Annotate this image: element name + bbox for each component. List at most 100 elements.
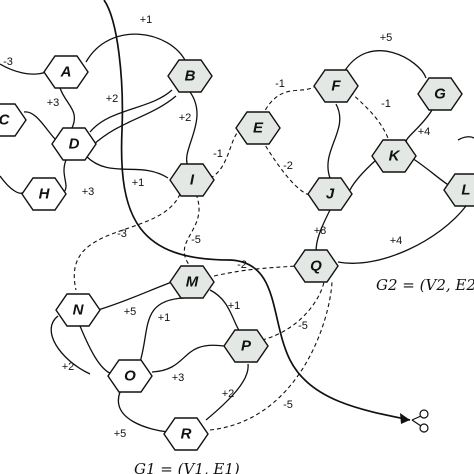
weight-A-left: -3 xyxy=(3,56,13,68)
edge-O-P xyxy=(151,344,225,373)
edges xyxy=(0,33,474,433)
node-C: C xyxy=(0,103,27,137)
weight-D-H: +3 xyxy=(82,186,95,198)
node-P: P xyxy=(223,329,269,363)
edge-D-B-2 xyxy=(91,95,177,147)
svg-text:O: O xyxy=(124,368,136,385)
nodes: A B C D E F G H xyxy=(0,55,474,451)
edge-I-E xyxy=(209,131,239,179)
svg-text:N: N xyxy=(73,302,85,319)
weight-N-M: +5 xyxy=(124,306,137,318)
svg-text:G: G xyxy=(434,86,446,103)
edge-K-J xyxy=(349,159,377,191)
weight-I-N: -3 xyxy=(117,228,127,240)
node-N: N xyxy=(55,293,101,327)
weight-M-Q: -2 xyxy=(237,259,247,271)
node-M: M xyxy=(169,265,215,299)
node-Q: Q xyxy=(293,249,339,283)
weight-I-M: -5 xyxy=(191,234,201,246)
weight-M-O: +1 xyxy=(158,312,171,324)
weight-A-B: +1 xyxy=(140,14,153,26)
edge-F-J xyxy=(327,103,341,179)
node-D: D xyxy=(51,127,97,161)
edge-M-P xyxy=(209,289,241,333)
svg-text:E: E xyxy=(253,120,264,137)
edge-I-M xyxy=(183,193,200,267)
svg-text:C: C xyxy=(0,112,11,129)
edge-N-left xyxy=(50,315,91,375)
svg-text:H: H xyxy=(39,186,51,203)
node-E: E xyxy=(235,111,281,145)
weight-E-J: -2 xyxy=(283,160,293,172)
svg-text:A: A xyxy=(60,64,72,81)
node-B: B xyxy=(167,59,213,93)
svg-text:P: P xyxy=(241,338,252,355)
weight-A-D: +3 xyxy=(47,97,60,109)
cut-arrowhead xyxy=(400,413,410,424)
cut-line xyxy=(103,0,411,421)
weight-O-R: +5 xyxy=(114,428,127,440)
edge-I-N xyxy=(73,193,181,291)
weight-Q-L: +4 xyxy=(390,235,403,247)
edge-G-right xyxy=(457,136,474,141)
svg-text:Q: Q xyxy=(310,258,322,275)
node-O: O xyxy=(107,359,153,393)
weight-N-O: +2 xyxy=(62,361,75,373)
edge-A-B xyxy=(85,33,187,63)
weight-F-K: -1 xyxy=(381,98,391,110)
edge-J-Q xyxy=(315,209,331,253)
edge-D-I xyxy=(85,155,169,179)
svg-text:D: D xyxy=(69,136,80,153)
weight-O-P: +3 xyxy=(172,372,185,384)
weight-I-E: -1 xyxy=(213,148,223,160)
weight-P-Q: -5 xyxy=(298,320,308,332)
weight-E-F: -1 xyxy=(275,78,285,90)
edge-R-Q xyxy=(209,281,333,431)
edge-K-L xyxy=(411,157,451,187)
node-H: H xyxy=(21,177,67,211)
edge-D-H xyxy=(63,159,67,193)
edge-N-M xyxy=(97,281,173,311)
scissors-icon xyxy=(411,409,429,433)
weight-D-B: +2 xyxy=(106,93,119,105)
edge-A-D xyxy=(59,87,75,129)
weight-D-I: +1 xyxy=(132,177,145,189)
edge-C-D xyxy=(23,111,57,141)
svg-text:B: B xyxy=(185,68,196,85)
svg-text:F: F xyxy=(331,78,341,95)
svg-text:I: I xyxy=(190,172,195,189)
weight-F-G: +5 xyxy=(380,32,393,44)
edge-M-O xyxy=(139,297,185,363)
svg-text:L: L xyxy=(461,182,470,199)
node-K: K xyxy=(371,139,417,173)
weight-R-Q: -5 xyxy=(283,399,293,411)
edge-F-G xyxy=(343,50,427,79)
weight-B-I: +2 xyxy=(179,112,192,124)
weight-G-K: +4 xyxy=(418,126,431,138)
edge-weights: +1 -3 +3 +2 +2 +1 +3 -1 -1 -2 +5 -1 +4 +… xyxy=(3,14,430,440)
svg-text:J: J xyxy=(326,186,335,203)
edge-O-R xyxy=(117,391,169,433)
node-A: A xyxy=(43,55,89,89)
node-G: G xyxy=(417,77,463,111)
svg-text:K: K xyxy=(389,148,401,165)
svg-text:M: M xyxy=(186,274,199,291)
edge-Q-L xyxy=(337,205,467,264)
graph-label-g2: G2 = (V2, E2) xyxy=(376,276,474,294)
edge-P-Q xyxy=(261,281,325,341)
edge-N-O xyxy=(79,325,113,375)
node-L: L xyxy=(443,173,474,207)
node-J: J xyxy=(307,177,353,211)
edge-C-H xyxy=(0,175,25,194)
edge-D-B xyxy=(89,89,173,133)
edge-E-F xyxy=(261,85,317,117)
weight-J-Q: +8 xyxy=(314,225,327,237)
graph-label-g1: G1 = (V1, E1) xyxy=(134,460,240,474)
node-I: I xyxy=(169,163,215,197)
weight-P-R: +2 xyxy=(222,388,235,400)
edge-M-Q xyxy=(213,265,297,277)
node-F: F xyxy=(313,69,359,103)
edge-B-I xyxy=(186,91,198,167)
svg-text:R: R xyxy=(181,426,192,443)
